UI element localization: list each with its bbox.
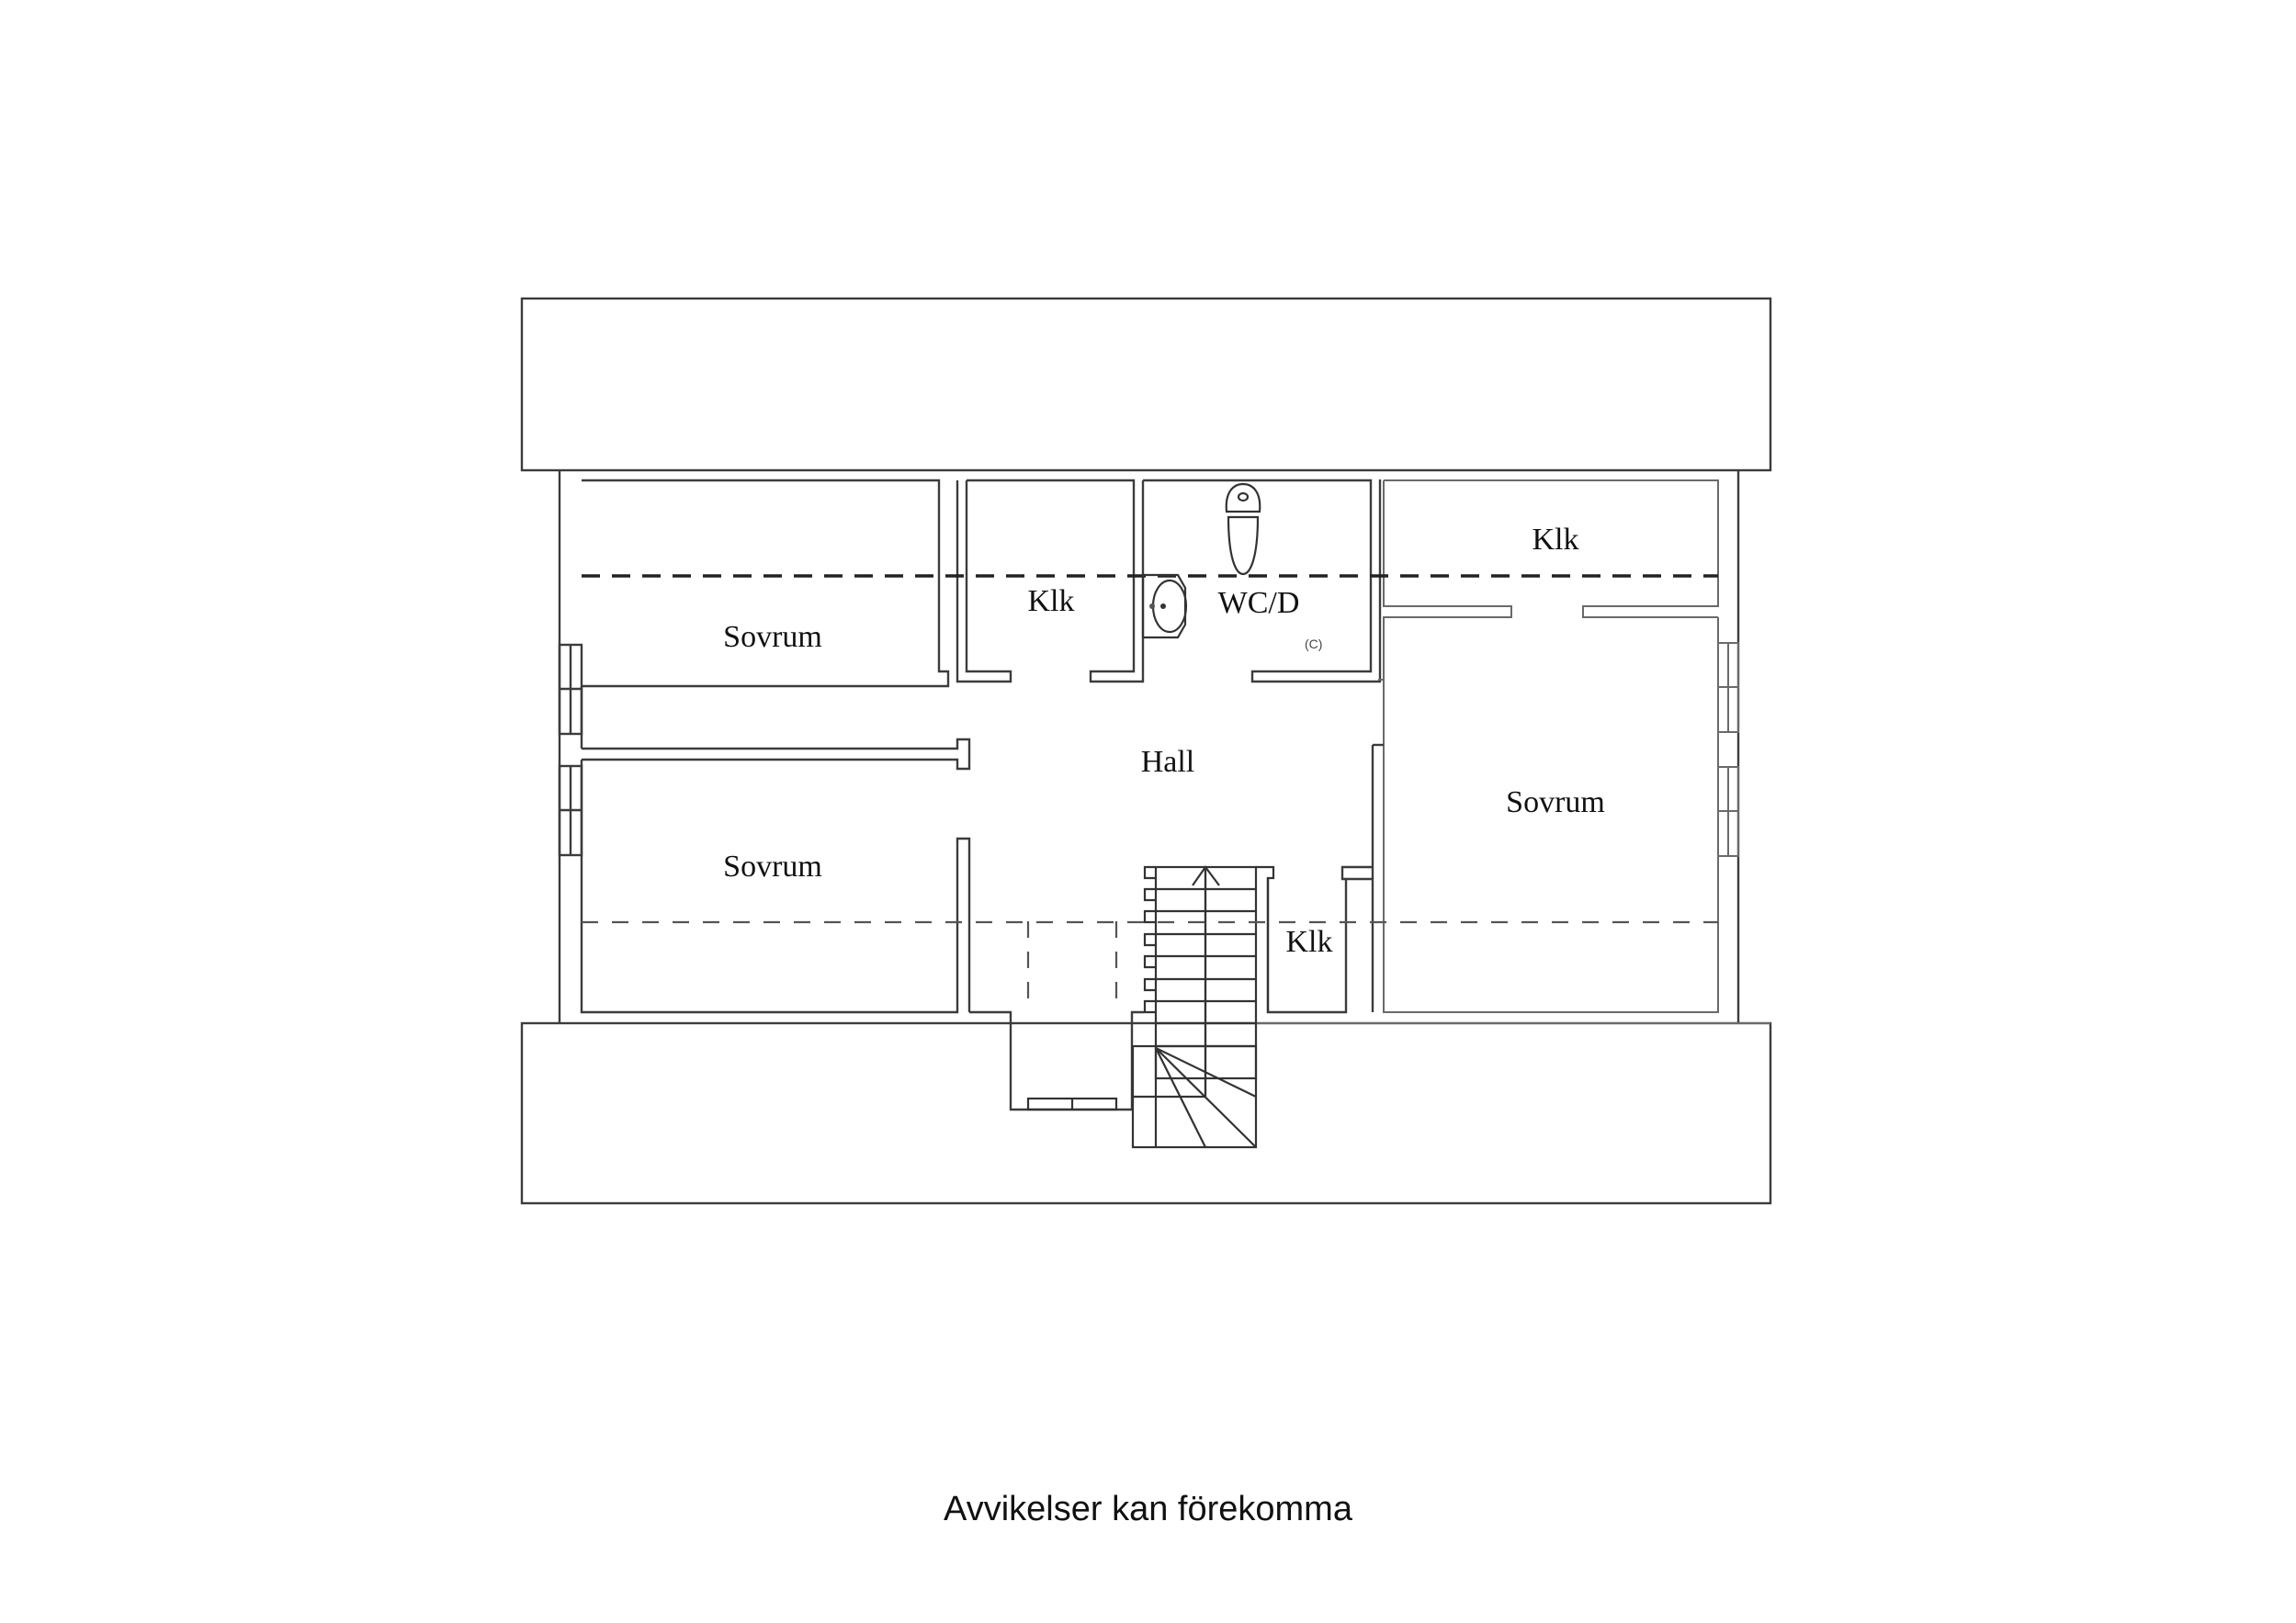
window-right-lower: [1717, 766, 1739, 857]
label-klk-stair: Klk: [1286, 925, 1333, 959]
window-left-upper: [558, 643, 583, 736]
label-sovrum-nw: Sovrum: [723, 620, 822, 654]
klk-stair-inner: [1340, 865, 1373, 881]
label-klk-1: Klk: [1028, 584, 1075, 618]
stair-opening-rail: [1026, 1097, 1118, 1111]
toilet-icon: [1225, 482, 1261, 576]
svg-text:(C): (C): [1305, 637, 1322, 651]
label-wc: WC/D: [1218, 586, 1300, 620]
window-right-upper: [1717, 642, 1739, 733]
room-labels: Sovrum Klk WC/D Klk Hall Sovrum Sovrum K…: [723, 523, 1605, 959]
floor-drain-icon: (C): [1305, 637, 1322, 651]
room-sovrum-e: [1383, 617, 1719, 1013]
label-hall: Hall: [1141, 745, 1195, 779]
wall-bottom-mid: [969, 1010, 1144, 1111]
sink-icon: [1141, 573, 1188, 639]
room-klk-1: [956, 480, 1012, 683]
disclaimer-caption: Avvikelser kan förekomma: [944, 1490, 1352, 1528]
wall-bedrooms: [582, 738, 971, 771]
roof-bottom: [520, 1021, 1772, 1205]
label-klk-ne: Klk: [1533, 523, 1579, 557]
staircase: [1131, 865, 1275, 1149]
window-left-lower: [558, 764, 583, 857]
room-sovrum-nw: [582, 479, 950, 688]
wall-klk1-right: [967, 479, 1145, 683]
room-klk-ne: [1384, 479, 1719, 618]
label-sovrum-sw: Sovrum: [723, 850, 822, 884]
label-sovrum-e: Sovrum: [1506, 785, 1605, 819]
wall-klk-ne-left: [1378, 480, 1512, 681]
stair-arrow-icon: [1192, 865, 1220, 1097]
roof-top: [520, 297, 1772, 472]
outer-walls: [558, 470, 1740, 1023]
room-sovrum-sw: [580, 760, 971, 1014]
room-wc: [1143, 479, 1382, 683]
stair-opening: [1026, 921, 1118, 1012]
